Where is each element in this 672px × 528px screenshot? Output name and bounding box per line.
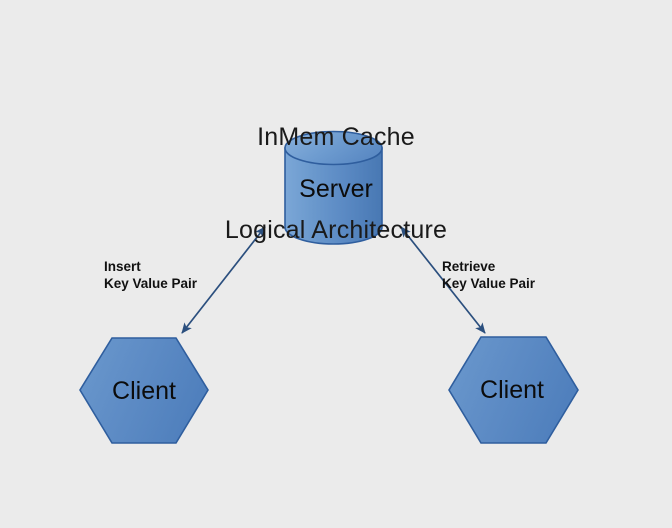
edge-retrieve [400,226,486,334]
cylinder-body [284,147,383,245]
cylinder-top [284,130,383,166]
edge-insert [181,226,266,334]
hexagon-client-left [79,337,209,444]
node-client-right[interactable] [448,336,579,444]
edge-retrieve-line [400,226,486,334]
node-client-left[interactable] [79,337,209,444]
node-server[interactable] [284,130,383,245]
hexagon-client-right [448,336,579,444]
edge-insert-line [181,226,266,334]
